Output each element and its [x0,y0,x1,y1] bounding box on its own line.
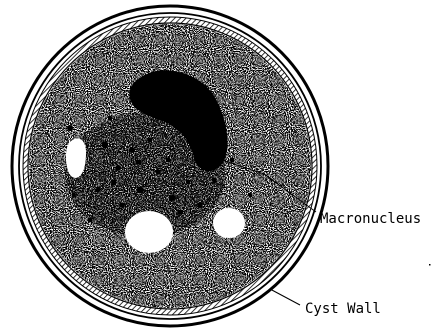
cyst-wall-label: Cyst Wall [305,301,381,317]
cyst-wall-leader-line [270,289,300,305]
vacuole-bottom-left [125,211,173,253]
vacuole-bottom-right [213,208,245,238]
macronucleus-label: Macronucleus [320,211,421,227]
speck [429,264,431,266]
